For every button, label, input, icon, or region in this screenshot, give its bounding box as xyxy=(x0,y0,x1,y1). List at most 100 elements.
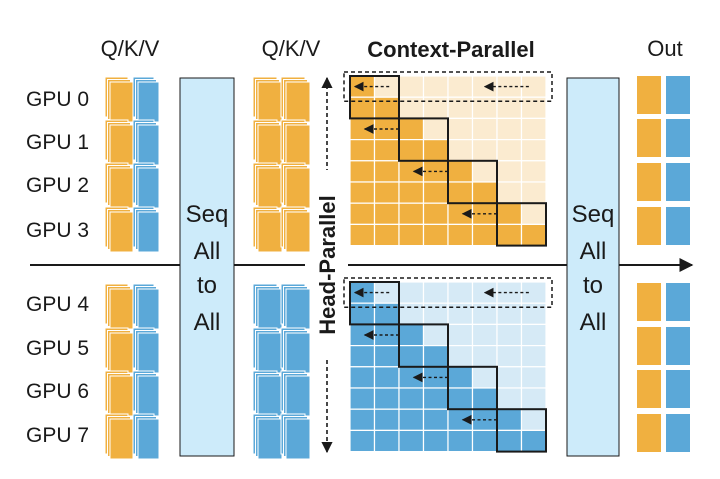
out-block-orange xyxy=(637,370,661,408)
seq-all-to-all-left-panel xyxy=(179,77,235,457)
attention-cell xyxy=(520,181,547,204)
attention-cell xyxy=(447,160,474,183)
attention-cell xyxy=(520,366,547,389)
attention-cell xyxy=(520,429,547,453)
out-block-orange xyxy=(637,163,661,201)
attention-cell xyxy=(373,366,400,389)
attention-cell xyxy=(349,345,376,368)
attention-cell xyxy=(471,302,498,326)
attention-cell xyxy=(520,139,547,162)
attention-cell xyxy=(398,181,425,204)
attention-cell xyxy=(520,323,547,347)
attention-cell xyxy=(349,223,376,247)
k-block xyxy=(137,81,160,123)
attention-cell xyxy=(349,181,376,204)
seq-all-to-all-right-panel xyxy=(566,77,620,457)
attention-cell xyxy=(447,323,474,347)
diagonal-block xyxy=(398,117,449,162)
attention-cell xyxy=(496,323,523,347)
k-block xyxy=(137,418,160,460)
attention-cell xyxy=(496,366,523,389)
attention-cell xyxy=(373,139,400,162)
attention-cell xyxy=(520,281,547,304)
all-to-all-label: All xyxy=(194,238,221,265)
attention-cell xyxy=(471,139,498,162)
attention-cell xyxy=(520,160,547,183)
attention-cell xyxy=(349,96,376,119)
diagonal-block xyxy=(349,75,400,120)
diagonal-block xyxy=(496,408,547,453)
attention-cell xyxy=(422,302,449,326)
context-parallel-header: Context-Parallel xyxy=(367,37,535,62)
attention-cell xyxy=(398,139,425,162)
attention-cell xyxy=(520,302,547,326)
attention-cell xyxy=(496,202,523,225)
attention-cell xyxy=(447,75,474,98)
attention-cell xyxy=(520,223,547,247)
attention-cell xyxy=(520,96,547,119)
all-to-all-label: to xyxy=(583,272,603,299)
attention-cell xyxy=(398,302,425,326)
attention-cell xyxy=(422,387,449,410)
attention-cell xyxy=(373,160,400,183)
output-blocks xyxy=(637,76,690,452)
head-block-orange xyxy=(285,124,311,166)
attention-cell xyxy=(496,387,523,410)
attention-cell xyxy=(349,429,376,453)
k-block xyxy=(137,288,160,330)
attention-cell xyxy=(496,96,523,119)
out-block-blue xyxy=(666,119,690,157)
all-to-all-label: All xyxy=(580,238,607,265)
gpu-label: GPU 4 xyxy=(26,293,89,316)
all-to-all-label: to xyxy=(197,272,217,299)
attention-cell xyxy=(471,160,498,183)
qkv-left-stacks xyxy=(104,76,160,460)
attention-cell xyxy=(520,408,547,432)
attention-cell xyxy=(398,75,425,98)
attention-cell xyxy=(398,96,425,119)
head-block-orange xyxy=(257,81,283,123)
out-block-orange xyxy=(637,327,661,365)
attention-cell xyxy=(496,139,523,162)
attention-cell xyxy=(496,408,523,432)
gpu-label: GPU 0 xyxy=(26,88,89,111)
k-block xyxy=(137,124,160,166)
all-to-all-label: All xyxy=(580,309,607,336)
gpu-labels: GPU 0 GPU 1 GPU 2 GPU 3 GPU 4 GPU 5 GPU … xyxy=(26,88,89,447)
attention-cell xyxy=(373,429,400,453)
attention-cell xyxy=(422,323,449,347)
q-block xyxy=(109,288,134,330)
attention-cell xyxy=(422,117,449,141)
attention-cell xyxy=(422,429,449,453)
gpu-label: GPU 1 xyxy=(26,131,89,154)
attention-cell xyxy=(373,302,400,326)
all-to-all-label: All xyxy=(194,309,221,336)
attention-cell xyxy=(520,345,547,368)
q-block xyxy=(109,167,134,209)
q-block xyxy=(109,211,134,253)
attention-cell xyxy=(447,139,474,162)
attention-cell xyxy=(349,366,376,389)
k-block xyxy=(137,167,160,209)
q-block xyxy=(109,375,134,417)
diagonal-block xyxy=(398,323,449,368)
head-parallel-label: Head-Parallel xyxy=(315,195,340,334)
out-block-orange xyxy=(637,283,661,321)
attention-cell xyxy=(447,366,474,389)
attention-cell xyxy=(520,387,547,410)
attention-cell xyxy=(349,302,376,326)
attention-cell xyxy=(447,302,474,326)
head-block-blue xyxy=(257,375,283,417)
out-block-blue xyxy=(666,163,690,201)
attention-cell xyxy=(422,281,449,304)
attention-cell xyxy=(422,75,449,98)
attention-cell xyxy=(398,387,425,410)
q-block xyxy=(109,124,134,166)
attention-cell xyxy=(398,281,425,304)
out-block-blue xyxy=(666,76,690,114)
q-block xyxy=(109,332,134,374)
attention-cell xyxy=(373,345,400,368)
head-block-orange xyxy=(257,167,283,209)
attention-cell xyxy=(349,160,376,183)
